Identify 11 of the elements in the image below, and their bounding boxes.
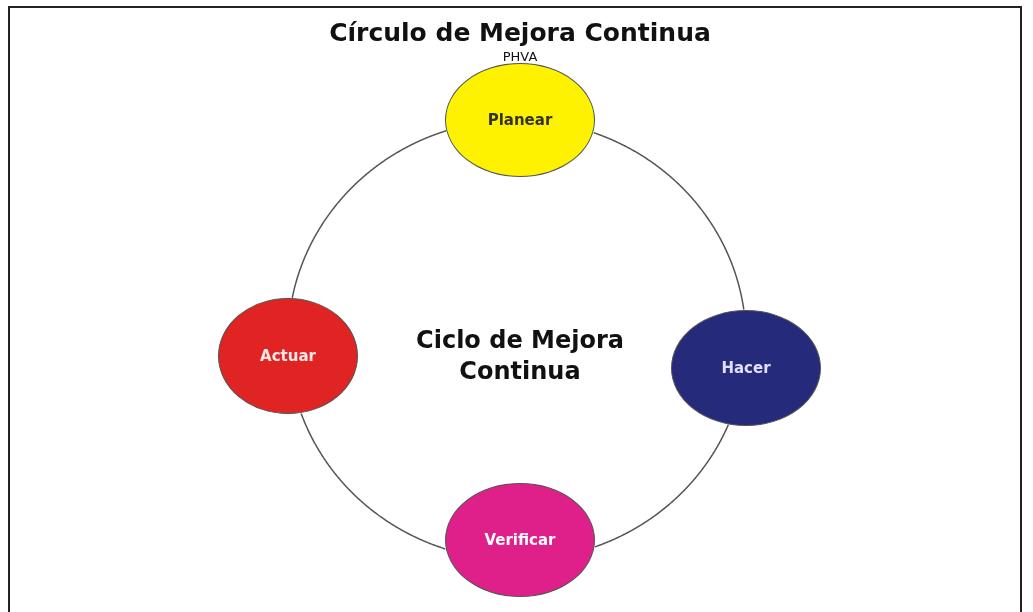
phase-label: Planear bbox=[487, 111, 553, 129]
title: Círculo de Mejora Continua bbox=[328, 18, 712, 47]
phase-label: Actuar bbox=[260, 347, 316, 365]
center-label: Ciclo de Mejora Continua bbox=[415, 325, 625, 388]
phase-label: Verificar bbox=[484, 531, 556, 549]
connector-arc bbox=[592, 131, 745, 311]
subtitle: PHVA bbox=[501, 49, 539, 66]
phase-label: Hacer bbox=[721, 359, 771, 377]
connector-arc bbox=[300, 412, 447, 550]
connector-arc bbox=[291, 130, 447, 299]
connector-arc bbox=[594, 423, 730, 548]
